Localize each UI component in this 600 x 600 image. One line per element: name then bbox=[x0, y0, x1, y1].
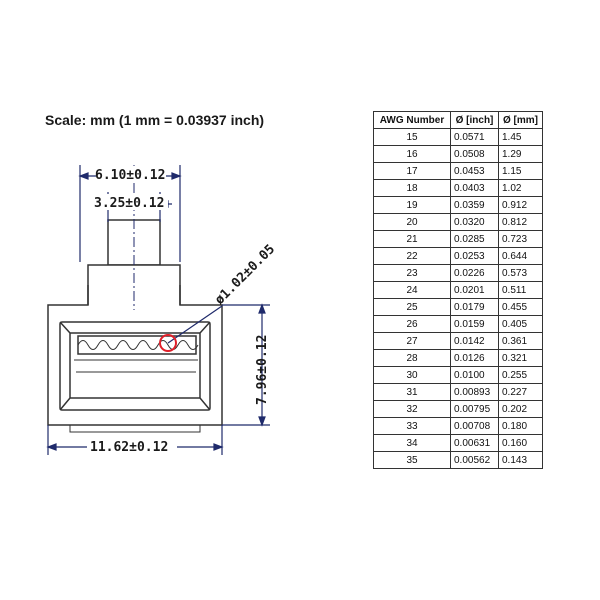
inch-cell: 0.0453 bbox=[450, 162, 499, 180]
awg-cell: 31 bbox=[373, 383, 451, 401]
inch-cell: 0.0403 bbox=[450, 179, 499, 197]
wire-highlight-circle bbox=[159, 334, 177, 352]
awg-cell: 19 bbox=[373, 196, 451, 214]
inch-cell: 0.0226 bbox=[450, 264, 499, 282]
mm-cell: 0.912 bbox=[498, 196, 543, 214]
dim-wire-diameter: ø1.02±0.05 bbox=[212, 242, 278, 308]
awg-table-header: AWG Number Ø [inch] Ø [mm] bbox=[373, 111, 543, 129]
awg-cell: 32 bbox=[373, 400, 451, 418]
inch-cell: 0.00708 bbox=[450, 417, 499, 435]
inch-cell: 0.0179 bbox=[450, 298, 499, 316]
inch-cell: 0.0126 bbox=[450, 349, 499, 367]
awg-cell: 26 bbox=[373, 315, 451, 333]
mm-cell: 0.321 bbox=[498, 349, 543, 367]
mm-cell: 0.723 bbox=[498, 230, 543, 248]
awg-cell: 17 bbox=[373, 162, 451, 180]
dim-height: 7.96±0.12 bbox=[255, 335, 270, 405]
awg-cell: 27 bbox=[373, 332, 451, 350]
awg-cell: 20 bbox=[373, 213, 451, 231]
inch-cell: 0.0253 bbox=[450, 247, 499, 265]
inch-cell: 0.0571 bbox=[450, 128, 499, 146]
inch-cell: 0.00562 bbox=[450, 451, 499, 469]
inch-cell: 0.0159 bbox=[450, 315, 499, 333]
mm-cell: 0.255 bbox=[498, 366, 543, 384]
awg-cell: 33 bbox=[373, 417, 451, 435]
mm-cell: 0.143 bbox=[498, 451, 543, 469]
mm-cell: 1.02 bbox=[498, 179, 543, 197]
mm-cell: 0.227 bbox=[498, 383, 543, 401]
mm-cell: 0.644 bbox=[498, 247, 543, 265]
inch-cell: 0.00795 bbox=[450, 400, 499, 418]
dim-bottom-width: 11.62±0.12 bbox=[90, 440, 168, 455]
awg-cell: 28 bbox=[373, 349, 451, 367]
mm-cell: 1.29 bbox=[498, 145, 543, 163]
awg-cell: 24 bbox=[373, 281, 451, 299]
awg-cell: 15 bbox=[373, 128, 451, 146]
header-inch: Ø [inch] bbox=[450, 111, 499, 129]
mm-cell: 0.180 bbox=[498, 417, 543, 435]
awg-cell: 22 bbox=[373, 247, 451, 265]
mm-cell: 0.511 bbox=[498, 281, 543, 299]
inch-cell: 0.0201 bbox=[450, 281, 499, 299]
inch-cell: 0.00631 bbox=[450, 434, 499, 452]
mm-cell: 1.15 bbox=[498, 162, 543, 180]
header-mm: Ø [mm] bbox=[498, 111, 543, 129]
inch-cell: 0.00893 bbox=[450, 383, 499, 401]
inch-cell: 0.0508 bbox=[450, 145, 499, 163]
awg-cell: 21 bbox=[373, 230, 451, 248]
mm-cell: 1.45 bbox=[498, 128, 543, 146]
awg-cell: 18 bbox=[373, 179, 451, 197]
awg-cell: 34 bbox=[373, 434, 451, 452]
inch-cell: 0.0320 bbox=[450, 213, 499, 231]
scale-note: Scale: mm (1 mm = 0.03937 inch) bbox=[45, 112, 265, 128]
connector-body bbox=[47, 219, 223, 433]
mm-cell: 0.455 bbox=[498, 298, 543, 316]
inch-cell: 0.0142 bbox=[450, 332, 499, 350]
mm-cell: 0.573 bbox=[498, 264, 543, 282]
awg-cell: 25 bbox=[373, 298, 451, 316]
awg-cell: 16 bbox=[373, 145, 451, 163]
inch-cell: 0.0359 bbox=[450, 196, 499, 214]
inch-cell: 0.0285 bbox=[450, 230, 499, 248]
inch-cell: 0.0100 bbox=[450, 366, 499, 384]
mm-cell: 0.160 bbox=[498, 434, 543, 452]
dim-top-width: 6.10±0.12 bbox=[95, 168, 165, 183]
mm-cell: 0.361 bbox=[498, 332, 543, 350]
awg-cell: 30 bbox=[373, 366, 451, 384]
awg-cell: 35 bbox=[373, 451, 451, 469]
awg-cell: 23 bbox=[373, 264, 451, 282]
mm-cell: 0.405 bbox=[498, 315, 543, 333]
mm-cell: 0.202 bbox=[498, 400, 543, 418]
dim-tab-width: 3.25±0.12 bbox=[94, 196, 164, 211]
header-awg: AWG Number bbox=[373, 111, 451, 129]
mm-cell: 0.812 bbox=[498, 213, 543, 231]
